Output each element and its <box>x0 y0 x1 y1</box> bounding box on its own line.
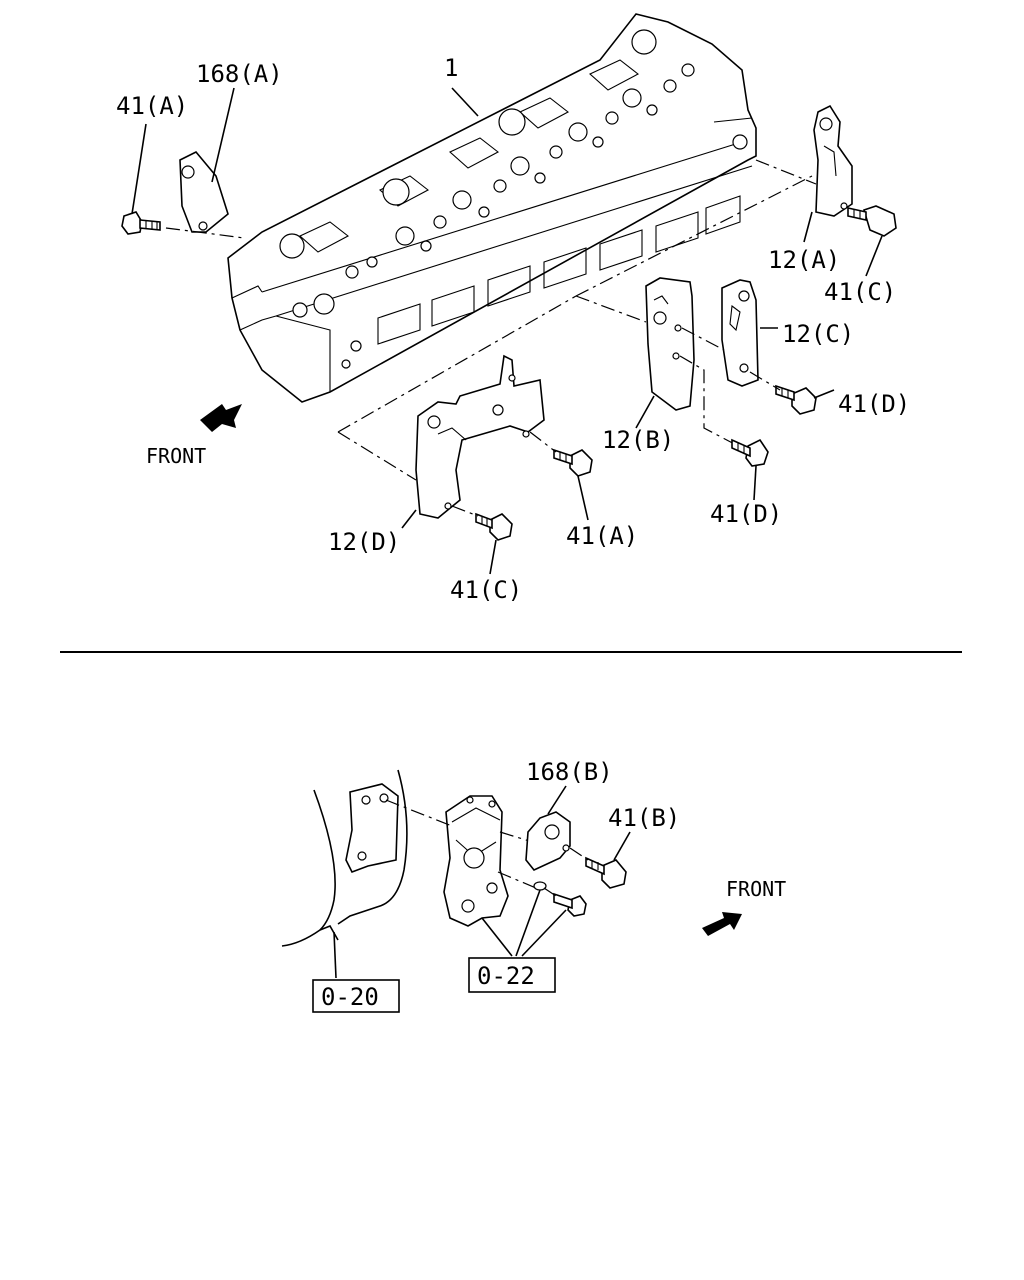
ref-box-020 <box>312 979 400 1013</box>
label-ref-022: 0-22 <box>477 962 535 990</box>
ref-box-022 <box>468 957 556 993</box>
label-head: 1 <box>444 54 458 82</box>
label-bracket-12c: 12(C) <box>782 320 854 348</box>
label-bracket-168a: 168(A) <box>196 60 283 88</box>
bolt-41d-mid <box>731 438 769 467</box>
bolt-41d-right <box>775 384 817 415</box>
bracket-12a <box>813 104 853 217</box>
front-arrow-bottom-icon <box>702 912 742 936</box>
bracket-12d <box>415 354 545 519</box>
label-bolt-41c-bottom: 41(C) <box>450 576 522 604</box>
bracket-12c <box>721 279 759 387</box>
bolt-41c-right <box>847 205 897 237</box>
label-bolt-41c-right: 41(C) <box>824 278 896 306</box>
cylinder-head <box>227 13 757 403</box>
bolt-41b <box>585 856 627 889</box>
label-bracket-12d: 12(D) <box>328 528 400 556</box>
bracket-168b <box>525 811 571 871</box>
engine-mount <box>443 795 509 927</box>
bolt-small <box>553 892 587 917</box>
bolt-41a-mid <box>553 448 593 477</box>
label-bracket-12b: 12(B) <box>602 426 674 454</box>
bracket-168a <box>179 151 229 233</box>
bolt-41a-top <box>121 211 161 235</box>
label-bolt-41d-mid: 41(D) <box>710 500 782 528</box>
label-bolt-41a-mid: 41(A) <box>566 522 638 550</box>
label-bolt-41b: 41(B) <box>608 804 680 832</box>
bolt-41c-bottom <box>475 512 513 541</box>
label-front-bottom: FRONT <box>726 877 786 901</box>
label-ref-020: 0-20 <box>321 983 379 1011</box>
label-front-top: FRONT <box>146 444 206 468</box>
label-bracket-168b: 168(B) <box>526 758 613 786</box>
bracket-12b <box>645 277 695 411</box>
label-bolt-41d-right: 41(D) <box>838 390 910 418</box>
engine-block-outline <box>281 769 408 947</box>
label-bolt-41a-top: 41(A) <box>116 92 188 120</box>
label-bracket-12a: 12(A) <box>768 246 840 274</box>
front-arrow-top-icon <box>200 404 242 432</box>
